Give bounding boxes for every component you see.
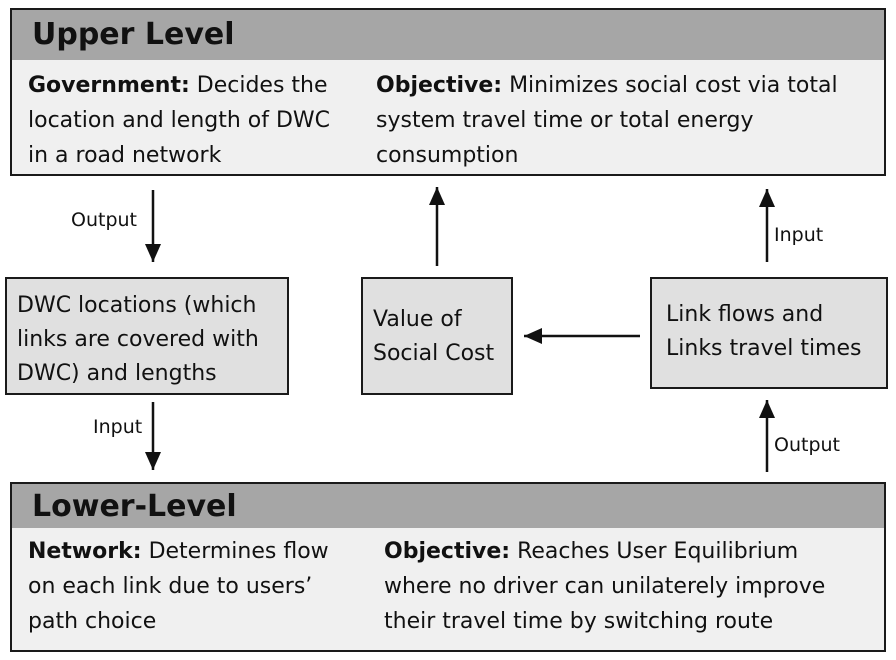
arrow-input-up-head	[759, 189, 775, 207]
lower-level-title: Lower-Level	[32, 489, 237, 524]
output-label-top: Output	[71, 209, 137, 231]
upper-level-header: Upper Level	[10, 8, 886, 62]
arrow-input-down-head	[145, 452, 161, 470]
arrow-output-down-head	[145, 244, 161, 262]
input-label-right: Input	[774, 224, 824, 246]
lower-level-header: Lower-Level	[10, 482, 886, 530]
dwc-locations-text: DWC locations (which links are covered w…	[17, 293, 259, 386]
output-label-right: Output	[774, 434, 840, 456]
lower-network-cell: Network: Determines flow on each link du…	[10, 528, 362, 652]
upper-objective-label: Objective:	[376, 73, 503, 98]
lower-objective-cell: Objective: Reaches User Equilibrium wher…	[360, 528, 886, 652]
arrow-flows-left-head	[524, 328, 542, 344]
arrow-cost-up-head	[429, 187, 445, 205]
social-cost-box: Value of Social Cost	[361, 277, 513, 395]
upper-government-cell: Government: Decides the location and len…	[10, 60, 362, 176]
social-cost-text: Value of Social Cost	[373, 307, 495, 366]
link-flows-text: Link flows and Links travel times	[666, 302, 862, 361]
upper-level-title: Upper Level	[32, 17, 235, 52]
upper-objective-description: Minimizes social cost via total system t…	[376, 73, 838, 168]
lower-objective-label: Objective:	[384, 539, 511, 564]
lower-objective-description: Reaches User Equilibrium where no driver…	[384, 539, 826, 634]
government-label: Government:	[28, 73, 190, 98]
upper-objective-cell: Objective: Minimizes social cost via tot…	[360, 60, 886, 176]
link-flows-box: Link flows and Links travel times	[650, 277, 888, 389]
dwc-locations-box: DWC locations (which links are covered w…	[5, 277, 289, 395]
input-label-bottom-left: Input	[93, 416, 143, 438]
network-label: Network:	[28, 539, 142, 564]
arrow-output-up-head	[759, 400, 775, 418]
government-description: Decides the location and length of DWC i…	[28, 73, 331, 168]
network-description: Determines flow on each link due to user…	[28, 539, 329, 634]
